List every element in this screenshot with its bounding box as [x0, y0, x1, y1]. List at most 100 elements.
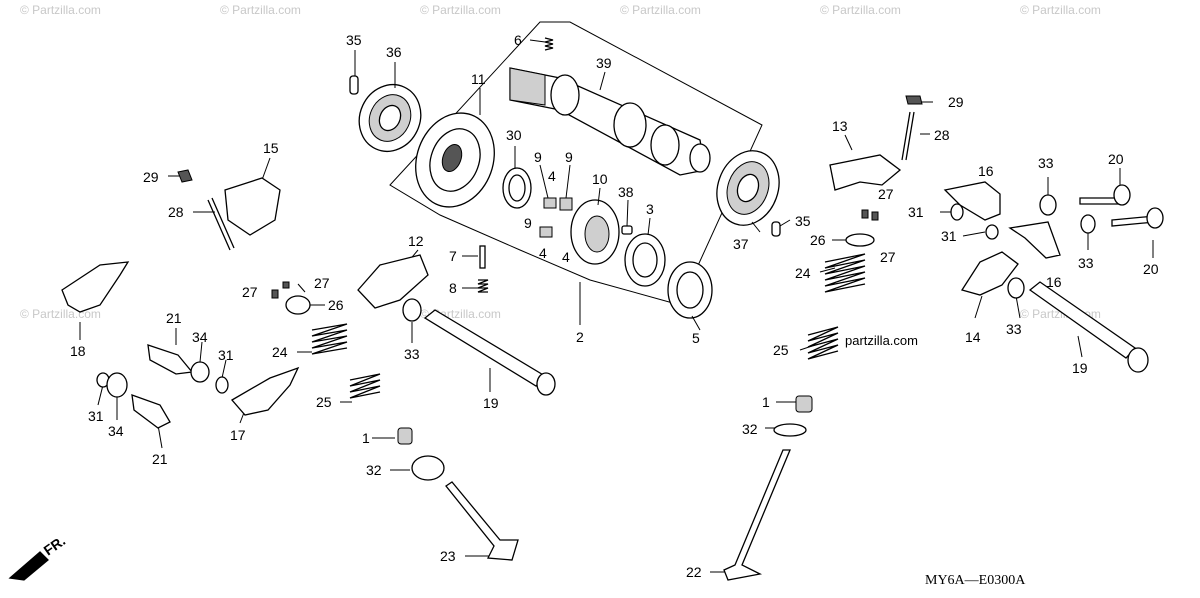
- dowel-pin-35: [349, 75, 359, 95]
- callout-13: 13: [832, 118, 848, 134]
- callout-26: 26: [328, 297, 344, 313]
- callout-21: 21: [166, 310, 182, 326]
- callout-10: 10: [592, 171, 608, 187]
- callout-24: 24: [272, 344, 288, 360]
- adjuster-screw-28: [207, 197, 235, 251]
- callout-20: 20: [1108, 151, 1124, 167]
- watermark: © Partzilla.com: [1020, 3, 1101, 17]
- spring-9: [559, 197, 573, 211]
- bearing-37: [716, 150, 780, 226]
- cam-holder-11: [415, 112, 495, 208]
- callout-14: 14: [965, 329, 981, 345]
- callout-5: 5: [692, 330, 700, 346]
- callout-27: 27: [878, 186, 894, 202]
- callout-6: 6: [514, 32, 522, 48]
- spring-seat-32: [411, 455, 445, 481]
- callout-31: 31: [908, 204, 924, 220]
- spring-9: [539, 226, 553, 238]
- callout-4: 4: [562, 249, 570, 265]
- washer-31: [215, 376, 229, 394]
- washer-33: [1080, 214, 1096, 234]
- callout-7: 7: [449, 248, 457, 264]
- callout-4: 4: [548, 168, 556, 184]
- callout-20: 20: [1143, 261, 1159, 277]
- callout-19: 19: [483, 395, 499, 411]
- rocker-arm-14: [960, 251, 1019, 296]
- callout-31: 31: [88, 408, 104, 424]
- callout-32: 32: [742, 421, 758, 437]
- front-arrow-icon: FR.: [8, 532, 68, 581]
- callout-28: 28: [934, 127, 950, 143]
- callout-25: 25: [316, 394, 332, 410]
- callout-9: 9: [534, 149, 542, 165]
- cotter-27: [282, 281, 290, 289]
- callout-12: 12: [408, 233, 424, 249]
- washer-33: [1007, 277, 1025, 299]
- callout-33: 33: [1038, 155, 1054, 171]
- callout-16: 16: [978, 163, 994, 179]
- watermark: © Partzilla.com: [620, 3, 701, 17]
- spring-6: [544, 37, 554, 51]
- callout-3: 3: [646, 201, 654, 217]
- rocker-arm-15: [224, 177, 281, 236]
- callout-35: 35: [795, 213, 811, 229]
- callout-24: 24: [795, 265, 811, 281]
- callout-37: 37: [733, 236, 749, 252]
- callout-32: 32: [366, 462, 382, 478]
- stem-seal-1: [795, 395, 813, 413]
- watermark: © Partzilla.com: [20, 3, 101, 17]
- washer-31: [985, 224, 999, 240]
- callout-4: 4: [539, 245, 547, 261]
- callout-35: 35: [346, 32, 362, 48]
- cotter-27: [271, 289, 279, 299]
- pushrod-19: [423, 309, 547, 387]
- callout-25: 25: [773, 342, 789, 358]
- callout-27: 27: [880, 249, 896, 265]
- callout-19: 19: [1072, 360, 1088, 376]
- callout-1: 1: [362, 430, 370, 446]
- rocker-arm-16: [1008, 221, 1061, 259]
- spring-8: [477, 279, 489, 293]
- bearing-36: [358, 84, 422, 152]
- washer-31: [950, 203, 964, 221]
- watermark: © Partzilla.com: [420, 3, 501, 17]
- rocker-arm-13: [829, 154, 902, 191]
- spring-seat-32: [773, 423, 807, 437]
- watermark: © Partzilla.com: [820, 3, 901, 17]
- callout-38: 38: [618, 184, 634, 200]
- callout-17: 17: [230, 427, 246, 443]
- inline-watermark: partzilla.com: [845, 333, 918, 348]
- camshaft-39: [509, 67, 711, 176]
- spring-9: [543, 197, 557, 209]
- callout-29: 29: [143, 169, 159, 185]
- callout-18: 18: [70, 343, 86, 359]
- washer-34: [106, 372, 128, 398]
- nut-29: [177, 169, 193, 183]
- rocker-shaft-21: [131, 394, 171, 429]
- pin-7: [479, 245, 486, 269]
- adjuster-screw-28: [901, 111, 915, 161]
- camshaft-assembly: [349, 37, 780, 319]
- callout-26: 26: [810, 232, 826, 248]
- outer-spring-24: [311, 323, 348, 355]
- decompressor-weight-10: [570, 199, 620, 265]
- pin-38: [621, 225, 633, 235]
- callout-33: 33: [404, 346, 420, 362]
- callout-34: 34: [108, 423, 124, 439]
- callout-27: 27: [242, 284, 258, 300]
- retainer-26: [285, 295, 311, 315]
- stem-seal-1: [397, 427, 413, 445]
- callout-31: 31: [941, 228, 957, 244]
- leader-lines: [79, 39, 1154, 573]
- callout-34: 34: [192, 329, 208, 345]
- callout-numbers: 35 36 6 39 11 29 15 28 30 9 9 4 10 38 3 …: [70, 32, 1159, 580]
- watermark: © Partzilla.com: [220, 3, 301, 17]
- callout-23: 23: [440, 548, 456, 564]
- left-valve-group: [61, 169, 556, 561]
- callout-2: 2: [576, 329, 584, 345]
- callout-9: 9: [565, 149, 573, 165]
- nut-29: [905, 95, 923, 105]
- rocker-arm-17: [230, 366, 300, 416]
- diagram-code: MY6A—E0300A: [925, 573, 1026, 588]
